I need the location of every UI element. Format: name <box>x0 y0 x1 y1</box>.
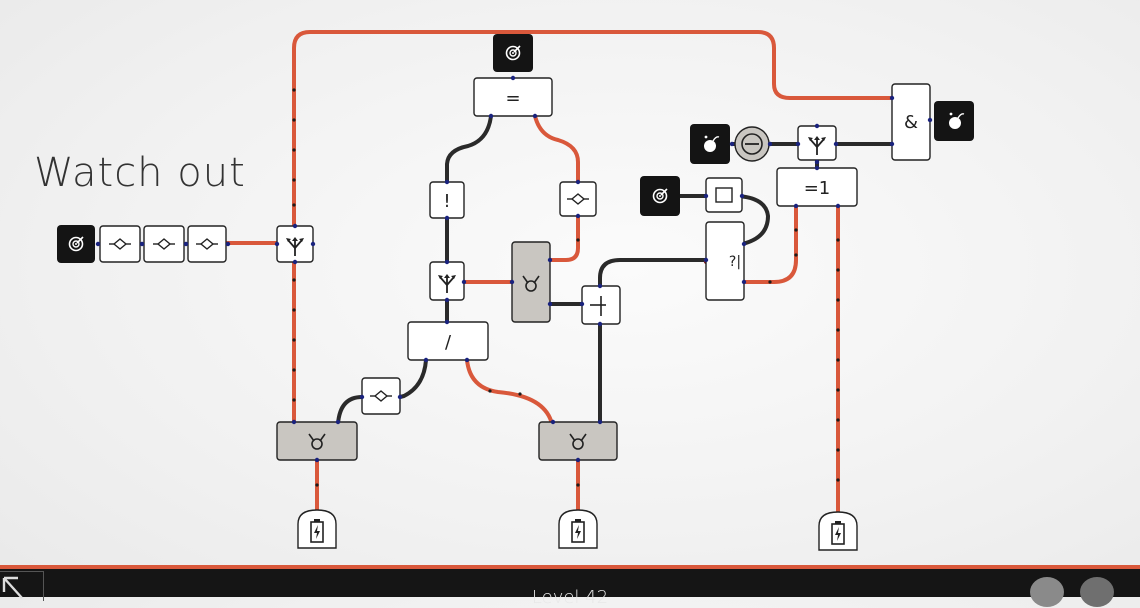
trophy-icon[interactable] <box>1030 577 1064 607</box>
diode-chain-2[interactable] <box>143 225 185 263</box>
wire-chip-compare <box>736 194 770 246</box>
diode-lower[interactable] <box>361 377 401 415</box>
wire-div-diode <box>398 358 428 399</box>
bomb-right[interactable] <box>934 101 974 141</box>
diode-chain-1[interactable] <box>99 225 141 263</box>
switch-bottom-left[interactable] <box>276 421 358 461</box>
gate-xor[interactable]: =1 <box>776 167 858 207</box>
battery-right[interactable] <box>818 511 858 551</box>
gate-and[interactable]: & <box>891 83 931 161</box>
wire-div-switch <box>465 358 554 426</box>
gate-and-label: & <box>904 112 918 133</box>
level-label: Level 42 <box>531 587 609 608</box>
back-arrow-icon <box>2 576 23 599</box>
battery-mid[interactable] <box>558 509 598 549</box>
switch-bottom-mid[interactable] <box>538 421 618 461</box>
gate-not-label: ! <box>443 191 450 212</box>
comparator-label: ?| <box>729 254 741 270</box>
bomb-left[interactable] <box>690 124 730 164</box>
gear-badge-icon[interactable] <box>1080 577 1114 607</box>
comparator[interactable]: ?| <box>705 221 745 301</box>
sensor-top[interactable] <box>493 34 533 72</box>
wire-eq-left <box>445 114 493 184</box>
wire-eq-right <box>533 114 580 184</box>
wire-junction-compare <box>598 258 708 292</box>
circuit-board: = ! / <box>57 30 974 551</box>
battery-left[interactable] <box>297 509 337 549</box>
back-button[interactable] <box>0 571 44 601</box>
level-title: Watch out <box>34 150 246 196</box>
bottom-bar: Level 42 <box>0 565 1140 608</box>
blocker[interactable] <box>734 126 770 162</box>
gate-divide[interactable]: / <box>407 321 489 361</box>
gate-equals-label: = <box>505 88 520 109</box>
splitter-right[interactable] <box>797 125 837 161</box>
wire-xor-compare <box>740 204 798 284</box>
wire-diode-switch1 <box>336 395 364 426</box>
gate-not[interactable]: ! <box>429 181 465 219</box>
ports <box>95 75 933 463</box>
gate-equals[interactable]: = <box>473 77 553 117</box>
chip[interactable] <box>705 177 743 213</box>
junction[interactable] <box>581 285 621 325</box>
gate-divide-label: / <box>445 332 452 353</box>
sensor-left[interactable] <box>57 225 95 263</box>
wire-top-loop <box>292 30 894 228</box>
sensor-right[interactable] <box>640 176 680 216</box>
wires <box>224 30 894 520</box>
wire-diode-switch <box>549 214 580 262</box>
splitter-left[interactable] <box>276 225 314 263</box>
switch-center[interactable] <box>511 241 551 323</box>
diode-chain-3[interactable] <box>187 225 227 263</box>
splitter-center[interactable] <box>429 261 465 301</box>
gate-xor-label: =1 <box>804 178 831 199</box>
diode-right[interactable] <box>559 181 597 217</box>
